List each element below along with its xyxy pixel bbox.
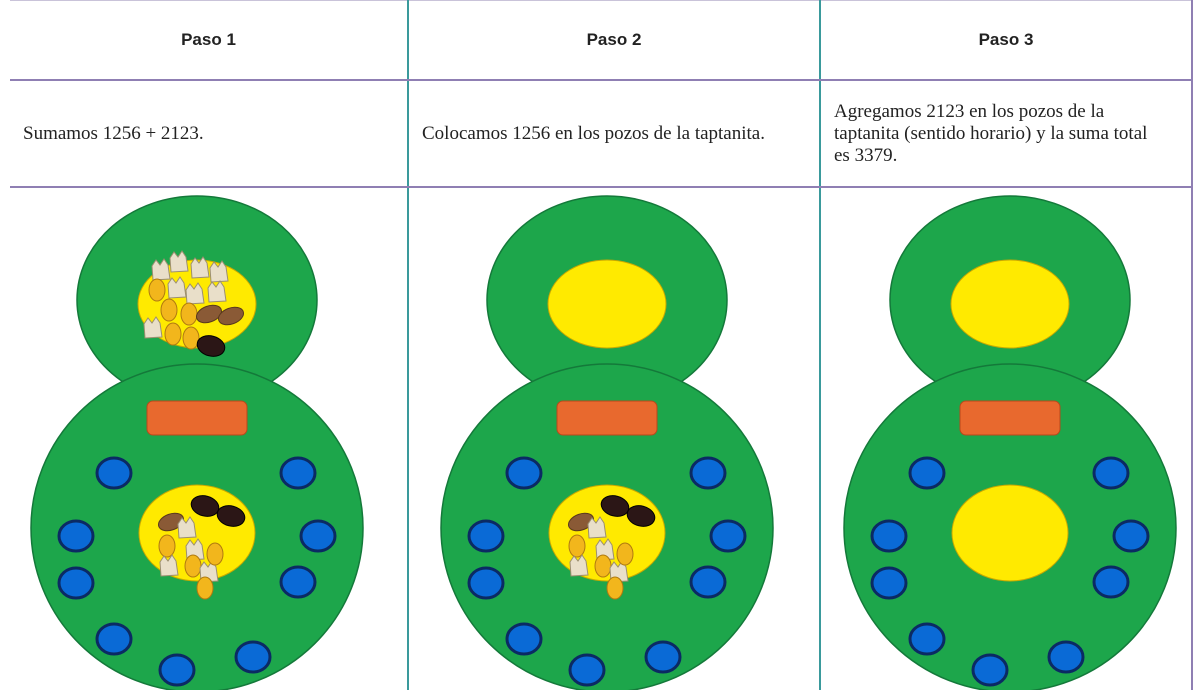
corn-kernel-white [177,516,197,539]
well-units-4 [505,622,543,656]
taptana-group [30,195,364,690]
well-top-thousands [950,259,1070,349]
description-step-3: Agregamos 2123 en los pozos de la taptan… [834,100,1148,166]
well-units-8 [1112,519,1150,553]
well-units-3 [467,566,505,600]
corn-kernel-yellow [158,534,176,558]
well-top-thousands [547,259,667,349]
description-step-2: Colocamos 1256 en los pozos de la taptan… [422,122,765,144]
well-units-5 [971,653,1009,687]
corn-kernel-yellow [568,534,586,558]
corn-kernel-yellow [606,576,624,600]
taptana-board-3 [843,195,1177,690]
image-cell-2 [407,187,820,690]
well-units-4 [95,622,133,656]
well-units-6 [644,640,682,674]
taptana-group [440,195,774,690]
corn-kernel-yellow [206,542,224,566]
well-units-5 [158,653,196,687]
corn-kernel-yellow [182,326,200,350]
well-units-4 [908,622,946,656]
well-units-6 [234,640,272,674]
well-units-1 [95,456,133,490]
well-units-2 [57,519,95,553]
image-cell-1 [10,187,408,690]
bean-brown [195,304,223,324]
corn-kernel-white [185,282,205,305]
header-step-3: Paso 3 [819,0,1193,81]
image-cell-3 [819,187,1193,690]
corn-kernel-yellow [594,554,612,578]
corn-kernel-white [190,256,210,279]
corn-kernel-white [569,554,589,577]
corn-kernel-white [167,276,187,299]
taptana-board-2 [440,195,774,690]
well-units-7 [689,565,727,599]
taptana-board-1 [30,195,364,690]
description-cell-1: Sumamos 1256 + 2123. [10,80,408,188]
description-cell-3: Agregamos 2123 en los pozos de la taptan… [819,80,1193,188]
board-trough [556,400,658,436]
well-units-5 [568,653,606,687]
bean-brown [567,512,595,532]
corn-kernel-yellow [148,278,166,302]
corn-kernel-white [185,538,205,561]
bean-black [626,505,656,527]
well-units-3 [870,566,908,600]
corn-kernel-white [151,258,171,281]
well-units-7 [1092,565,1130,599]
well-units-2 [467,519,505,553]
header-row: Paso 1 Paso 2 Paso 3 [10,0,1193,81]
description-step-1: Sumamos 1256 + 2123. [23,122,204,144]
description-cell-2: Colocamos 1256 en los pozos de la taptan… [407,80,820,188]
corn-kernel-white [587,516,607,539]
corn-kernel-yellow [616,542,634,566]
bean-black [196,335,226,357]
corn-kernel-yellow [164,322,182,346]
corn-kernel-yellow [184,554,202,578]
well-units-6 [1047,640,1085,674]
steps-table: Paso 1 Paso 2 Paso 3 Sumamos 1256 + 2123… [10,0,1193,690]
corn-kernel-white [207,280,227,303]
well-units-2 [870,519,908,553]
bean-black [216,505,246,527]
corn-kernel-yellow [160,298,178,322]
bean-brown [217,306,245,326]
corn-kernel-yellow [196,576,214,600]
corn-kernel-white [209,260,229,283]
well-units-9 [1092,456,1130,490]
corn-kernel-white [169,250,189,273]
bean-brown [157,512,185,532]
header-step-2: Paso 2 [407,0,820,81]
well-units-8 [709,519,747,553]
board-trough [959,400,1061,436]
well-units-7 [279,565,317,599]
well-center-hundreds [951,484,1069,582]
well-units-1 [505,456,543,490]
taptana-group [843,195,1177,690]
corn-kernel-white [143,316,163,339]
corn-kernel-yellow [180,302,198,326]
corn-kernel-white [595,538,615,561]
well-units-8 [299,519,337,553]
well-units-1 [908,456,946,490]
board-trough [146,400,248,436]
corn-kernel-white [159,554,179,577]
image-row [10,187,1193,690]
well-units-9 [689,456,727,490]
well-units-9 [279,456,317,490]
well-units-3 [57,566,95,600]
description-row: Sumamos 1256 + 2123. Colocamos 1256 en l… [10,80,1193,188]
header-step-1: Paso 1 [10,0,408,81]
